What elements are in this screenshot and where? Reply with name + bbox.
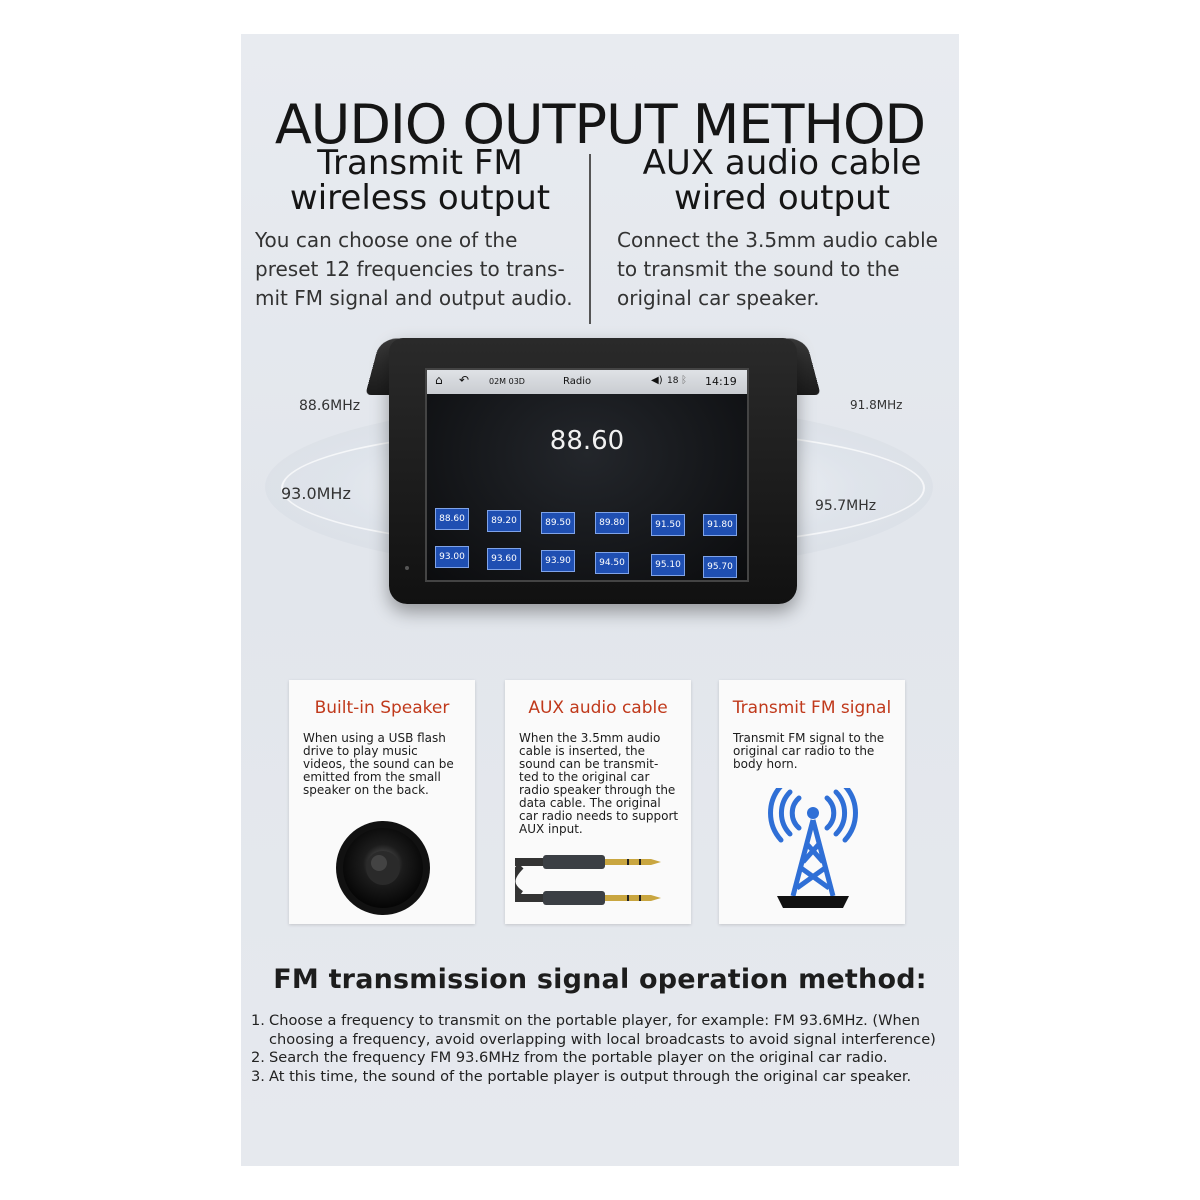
card-text: When the 3.5mm audio cable is inserted, … <box>519 731 679 836</box>
status-bar: ⌂ ↶ 02M 03D Radio ◀) 18 ᛒ 14:19 <box>427 370 747 394</box>
preset-button[interactable]: 95.10 <box>651 554 685 576</box>
method-aux-wired: AUX audio cable wired output Connect the… <box>617 146 947 313</box>
operation-title: FM transmission signal operation method: <box>273 964 927 995</box>
card-built-in-speaker: Built-in Speaker When using a USB flash … <box>289 680 475 924</box>
preset-button[interactable]: 95.70 <box>703 556 737 578</box>
card-transmit-fm: Transmit FM signal Transmit FM signal to… <box>719 680 905 924</box>
method-title-line2: wireless output <box>289 178 551 218</box>
speaker-icon <box>336 821 430 915</box>
list-item: 1. Choose a frequency to transmit on the… <box>251 1012 951 1049</box>
card-title: Transmit FM signal <box>732 698 892 718</box>
card-title: Built-in Speaker <box>314 698 450 718</box>
preset-button[interactable]: 88.60 <box>435 508 469 530</box>
date-readout: 02M 03D <box>489 377 525 386</box>
home-icon[interactable]: ⌂ <box>435 373 443 387</box>
volume-icon: ◀) <box>651 375 663 386</box>
method-description: Connect the 3.5mm audio cable to transmi… <box>617 228 938 310</box>
preset-button[interactable]: 89.20 <box>487 510 521 532</box>
step-number: 2. <box>251 1049 265 1066</box>
card-aux-cable: AUX audio cable When the 3.5mm audio cab… <box>505 680 691 924</box>
preset-button[interactable]: 93.00 <box>435 546 469 568</box>
device-screen: ⌂ ↶ 02M 03D Radio ◀) 18 ᛒ 14:19 88.60 88… <box>425 368 749 582</box>
step-text: Search the frequency FM 93.6MHz from the… <box>269 1049 888 1066</box>
preset-button[interactable]: 93.90 <box>541 550 575 572</box>
preset-button[interactable]: 89.80 <box>595 512 629 534</box>
clock: 14:19 <box>705 375 737 388</box>
step-number: 1. <box>251 1012 265 1029</box>
freq-label: 95.7MHz <box>815 498 877 514</box>
freq-label: 93.0MHz <box>281 484 351 503</box>
card-text: When using a USB flash drive to play mus… <box>303 731 454 797</box>
page-title: AUDIO OUTPUT METHOD <box>274 93 926 156</box>
antenna-tower-icon <box>768 788 858 908</box>
step-number: 3. <box>251 1067 265 1085</box>
screen-app-title: Radio <box>563 376 592 387</box>
step-text: At this time, the sound of the portable … <box>269 1067 912 1085</box>
preset-button[interactable]: 89.50 <box>541 512 575 534</box>
card-text: Transmit FM signal to the original car r… <box>733 731 885 771</box>
vertical-divider <box>589 154 591 324</box>
method-title: Transmit FM wireless output <box>255 146 585 216</box>
operation-steps: 1. Choose a frequency to transmit on the… <box>251 1012 951 1086</box>
preset-button[interactable]: 94.50 <box>595 552 629 574</box>
poster: AUDIO OUTPUT METHOD Transmit FM wireless… <box>241 34 959 1166</box>
method-title: AUX audio cable wired output <box>617 146 947 216</box>
preset-button[interactable]: 91.50 <box>651 514 685 536</box>
back-icon[interactable]: ↶ <box>459 373 470 387</box>
list-item: 3. At this time, the sound of the portab… <box>251 1068 951 1087</box>
list-item: 2. Search the frequency FM 93.6MHz from … <box>251 1049 951 1068</box>
device-led <box>405 566 409 570</box>
freq-label: 88.6MHz <box>299 398 361 414</box>
aux-cable-icon <box>515 855 661 905</box>
preset-button[interactable]: 91.80 <box>703 514 737 536</box>
bluetooth-icon: ᛒ <box>681 375 687 386</box>
method-fm-wireless: Transmit FM wireless output You can choo… <box>255 146 585 313</box>
step-text: Choose a frequency to transmit on the po… <box>269 1012 936 1048</box>
method-title-line1: AUX audio cable <box>642 143 922 183</box>
preset-button[interactable]: 93.60 <box>487 548 521 570</box>
card-title: AUX audio cable <box>528 698 668 718</box>
method-title-line1: Transmit FM <box>317 143 523 183</box>
current-frequency: 88.60 <box>549 426 625 456</box>
volume-level: 18 <box>667 376 679 386</box>
method-description: You can choose one of the preset 12 freq… <box>255 228 573 310</box>
freq-label: 91.8MHz <box>850 398 903 412</box>
method-title-line2: wired output <box>674 178 890 218</box>
